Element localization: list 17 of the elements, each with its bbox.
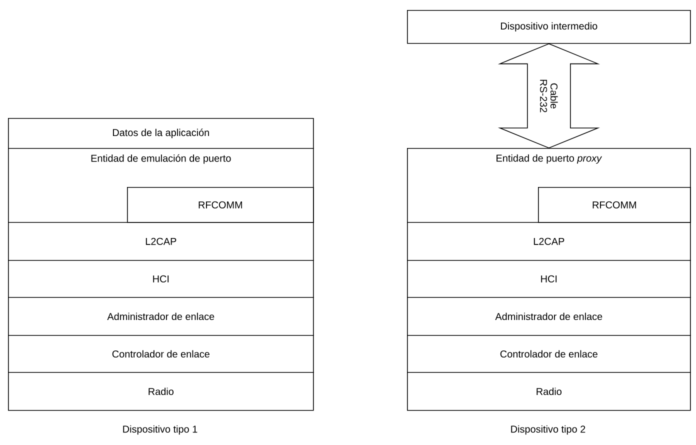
layer-box: Dispositivo intermedio: [407, 10, 691, 44]
layer-box: Controlador de enlace: [407, 335, 691, 373]
layer-box: L2CAP: [8, 222, 314, 261]
layer-box: HCI: [8, 260, 314, 298]
caption: Dispositivo tipo 2: [511, 425, 586, 435]
layer-box: Radio: [407, 372, 691, 411]
layer-box: Administrador de enlace: [407, 297, 691, 336]
layer-box: HCI: [407, 260, 691, 298]
layer-box: Radio: [8, 372, 314, 411]
layer-box: Datos de la aplicación: [8, 118, 314, 149]
caption: Dispositivo tipo 1: [123, 425, 198, 435]
protocol-box: RFCOMM: [538, 186, 691, 223]
layer-box: Controlador de enlace: [8, 335, 314, 373]
protocol-box: RFCOMM: [127, 186, 314, 223]
edge-label: Cable RS-232: [540, 80, 558, 112]
layer-box: Administrador de enlace: [8, 297, 314, 336]
block-arrow: [498, 43, 600, 148]
